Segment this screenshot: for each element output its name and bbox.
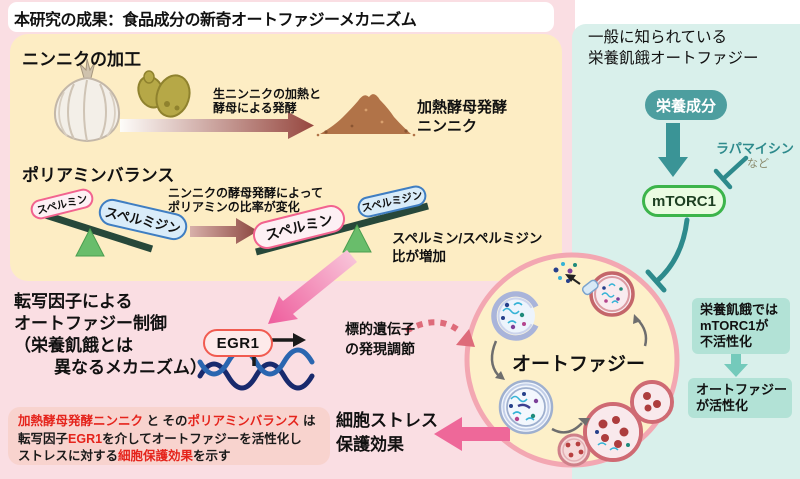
- mtorc1-label: mTORC1: [652, 192, 716, 210]
- title-band: [8, 2, 554, 32]
- starvation-heading-line: 栄養飢餓オートファジー: [588, 50, 759, 67]
- tf-heading-line: 異なるメカニズム）: [54, 358, 207, 377]
- cell-stress-label: 細胞ストレス 保護効果: [336, 409, 438, 457]
- product-label-line: ニンニク: [417, 118, 478, 135]
- starvation-note-line: 栄養飢餓では: [700, 302, 779, 317]
- conclusion-text: を示す: [193, 449, 231, 463]
- rapamycin-label: ラパマイシン: [716, 141, 794, 156]
- cell-stress-line: 保護効果: [336, 435, 404, 454]
- activation-note-line: が活性化: [696, 398, 749, 413]
- rapamycin-suffix: など: [747, 158, 769, 170]
- conclusion-text: を介してオートファジーを活性化し: [102, 431, 302, 446]
- nutrient-label: 栄養成分: [655, 97, 716, 115]
- ratio-increase-line: スペルミン/スペルミジン: [392, 231, 543, 246]
- cell-stress-line: 細胞ストレス: [336, 411, 438, 430]
- tf-heading-line: オートファジー制御: [14, 314, 167, 333]
- starvation-note-line: mTORC1が: [700, 318, 769, 333]
- target-gene-line: 標的遺伝子: [345, 321, 415, 337]
- conclusion-emphasis: ポリアミンバランス: [187, 414, 300, 428]
- nutrient-pill: 栄養成分: [645, 90, 727, 120]
- tf-heading-line: 転写因子による: [14, 292, 133, 311]
- polyamine-section-heading: ポリアミンバランス: [22, 166, 175, 185]
- conclusion-box: 加熱酵母発酵ニンニク と そのポリアミンバランス は転写因子EGR1を介してオー…: [8, 407, 330, 465]
- product-label: 加熱酵母発酵 ニンニク: [417, 98, 507, 136]
- conclusion-emphasis: EGR1: [68, 431, 103, 446]
- polyamine-change-line: ニンニクの酵母発酵によって: [168, 186, 324, 200]
- polyamine-change-label: ニンニクの酵母発酵によって ポリアミンの比率が変化: [168, 186, 323, 214]
- page-title: 本研究の成果：食品成分の新奇オートファジーメカニズム: [14, 12, 417, 29]
- target-gene-line: の発現調節: [345, 341, 415, 357]
- process-label-line: 酵母による発酵: [213, 101, 297, 115]
- egr1-label: EGR1: [216, 334, 260, 352]
- tf-section-heading: 転写因子による オートファジー制御 （栄養飢餓とは 異なるメカニズム）: [14, 291, 207, 379]
- ratio-increase-line: 比が増加: [392, 249, 446, 264]
- conclusion-emphasis: 細胞保護効果: [118, 449, 194, 463]
- starvation-heading: 一般に知られている 栄養飢餓オートファジー: [588, 27, 759, 69]
- starvation-heading-line: 一般に知られている: [588, 29, 728, 46]
- ratio-increase-label: スペルミン/スペルミジン 比が増加: [392, 230, 542, 266]
- conclusion-line: 転写因子EGR1を介してオートファジーを活性化し: [18, 431, 320, 449]
- process-label-line: 生ニンニクの加熱と: [213, 87, 322, 101]
- target-gene-label: 標的遺伝子 の発現調節: [345, 319, 415, 359]
- conclusion-text: 転写因子: [18, 431, 69, 446]
- garlic-section-heading: ニンニクの加工: [22, 50, 141, 69]
- conclusion-text: ストレスに対する: [18, 449, 119, 463]
- egr1-node: EGR1: [203, 329, 273, 357]
- activation-note-line: オートファジー: [696, 382, 788, 397]
- conclusion-emphasis: 加熱酵母発酵ニンニク: [18, 414, 144, 428]
- autophagy-label: オートファジー: [512, 354, 646, 375]
- conclusion-text: と その: [143, 414, 188, 428]
- tf-heading-line: （栄養飢餓とは: [14, 336, 133, 355]
- activation-note-box: オートファジー が活性化: [688, 378, 792, 418]
- conclusion-line: 加熱酵母発酵ニンニク と そのポリアミンバランス は: [18, 413, 320, 431]
- process-label: 生ニンニクの加熱と 酵母による発酵: [213, 87, 321, 115]
- mtorc1-node: mTORC1: [642, 185, 726, 217]
- product-label-line: 加熱酵母発酵: [417, 99, 508, 116]
- starvation-note-line: 不活性化: [700, 334, 753, 349]
- conclusion-line: ストレスに対する細胞保護効果を示す: [18, 448, 320, 466]
- starvation-note-box: 栄養飢餓では mTORC1が 不活性化: [692, 298, 790, 354]
- conclusion-text: は: [299, 414, 316, 428]
